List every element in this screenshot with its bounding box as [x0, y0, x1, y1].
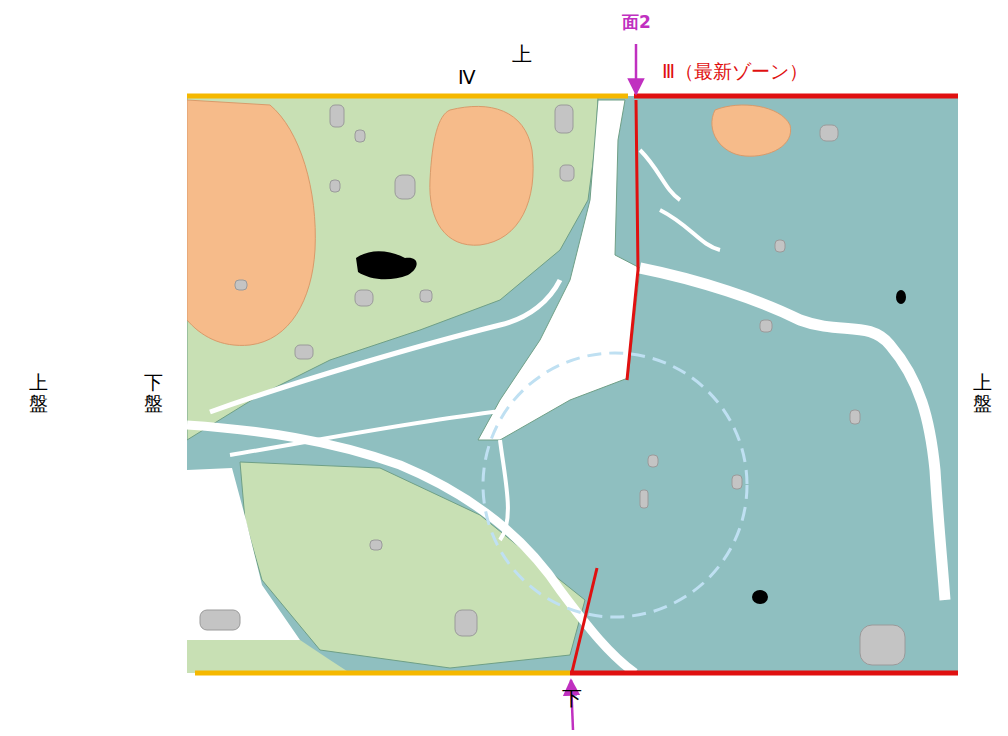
rock-texture [187, 96, 958, 673]
zone-line [634, 94, 958, 99]
zone-line [195, 671, 570, 676]
zone-label: Ⅲ（最新ゾーン） [662, 60, 808, 83]
direction-label: 上 [512, 42, 532, 66]
block-label: 上盤 [973, 372, 992, 414]
plane-label: 面2 [622, 12, 651, 32]
direction-label: 下 [562, 686, 582, 710]
zone-label: Ⅳ [458, 66, 476, 89]
block-label: 上盤 [29, 372, 48, 414]
zone-line [187, 94, 628, 99]
zone-line [570, 671, 958, 676]
block-label: 下盤 [144, 372, 163, 414]
pointer-arrow [635, 44, 638, 94]
